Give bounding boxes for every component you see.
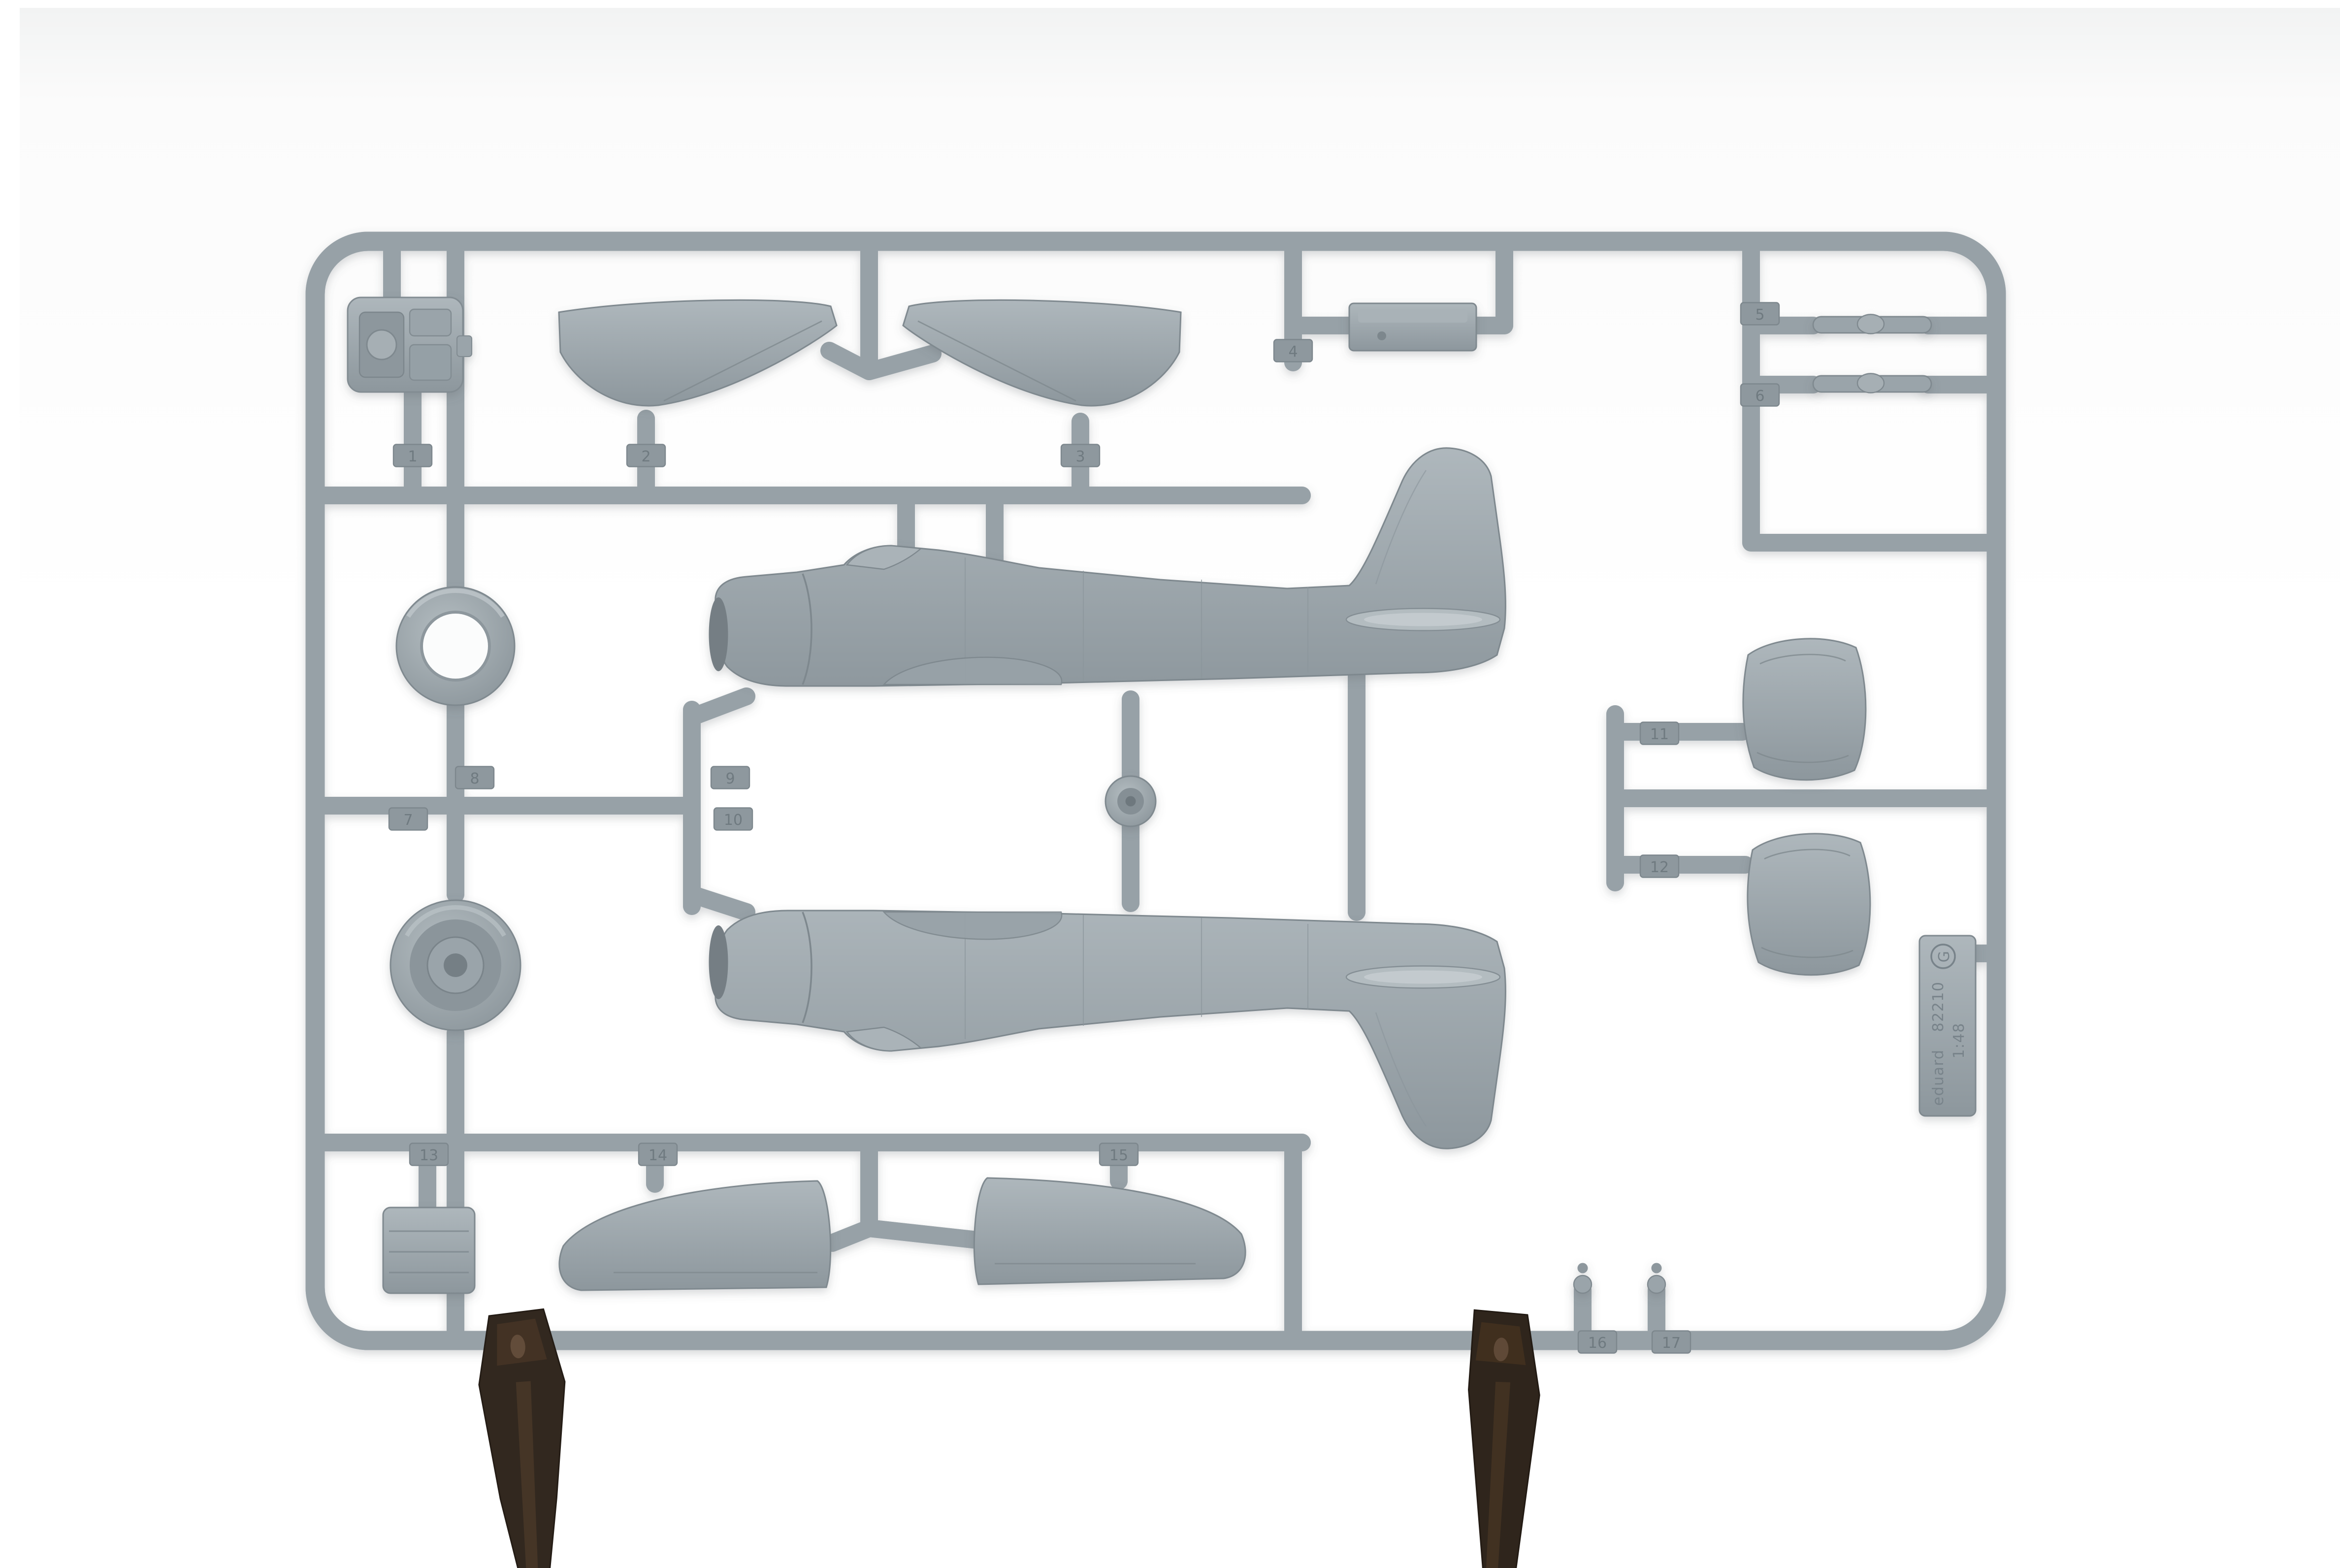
tab-12: 12 <box>1650 859 1669 876</box>
tab-6: 6 <box>1755 388 1764 405</box>
part-1-engine-accessory <box>347 296 473 393</box>
clip-left <box>478 1308 566 1568</box>
sprue-photo: G 82210 eduard 1:48 1 2 3 4 5 6 7 8 9 10… <box>20 8 2340 1568</box>
tab-2: 2 <box>641 448 650 465</box>
part-9-fuselage-half <box>708 447 1507 687</box>
part-17-pin <box>1647 1263 1666 1294</box>
tab-3: 3 <box>1075 448 1085 465</box>
tab-5: 5 <box>1755 306 1764 324</box>
tag-sprue-letter: G <box>1936 950 1953 963</box>
part-7-cowling-front <box>390 899 521 1031</box>
tab-10: 10 <box>724 812 743 829</box>
kit-tag: G 82210 eduard 1:48 <box>1918 935 1977 1117</box>
part-2-upper-wing-left <box>558 299 838 407</box>
part-14-lower-wing-left <box>558 1180 832 1291</box>
tab-17: 17 <box>1662 1335 1681 1352</box>
part-5-strut <box>1812 314 1932 334</box>
part-6-strut <box>1812 373 1932 393</box>
part-8-cowling-ring <box>395 586 516 706</box>
tab-8: 8 <box>470 770 479 787</box>
part-12-cowling-side <box>1747 833 1871 976</box>
part-4-cockpit-box <box>1348 302 1477 352</box>
tab-11: 11 <box>1650 726 1669 743</box>
tab-16: 16 <box>1588 1335 1607 1352</box>
tab-1: 1 <box>408 448 417 465</box>
tab-15: 15 <box>1109 1147 1128 1164</box>
tag-scale: 1:48 <box>1950 1022 1968 1058</box>
tab-14: 14 <box>649 1147 667 1164</box>
clip-right <box>1468 1309 1540 1568</box>
tab-4: 4 <box>1288 343 1298 360</box>
tag-kit-number: 82210 <box>1930 981 1947 1032</box>
sprue-frame <box>305 231 2006 1350</box>
tab-9: 9 <box>725 770 735 787</box>
part-10-fuselage-half <box>708 910 1507 1150</box>
tag-brand: eduard <box>1930 1049 1947 1106</box>
part-15-lower-wing-right <box>973 1177 1246 1285</box>
part-number-tabs: 1 2 3 4 5 6 7 8 9 10 11 12 13 14 15 16 1… <box>388 302 1780 1354</box>
propeller-hub-part <box>1105 775 1157 827</box>
part-13-radiator-block <box>382 1207 476 1294</box>
tab-13: 13 <box>420 1147 438 1164</box>
part-3-upper-wing-right <box>902 299 1182 407</box>
part-11-cowling-side <box>1742 638 1867 781</box>
tab-7: 7 <box>403 812 413 829</box>
part-16-pin <box>1573 1263 1592 1294</box>
